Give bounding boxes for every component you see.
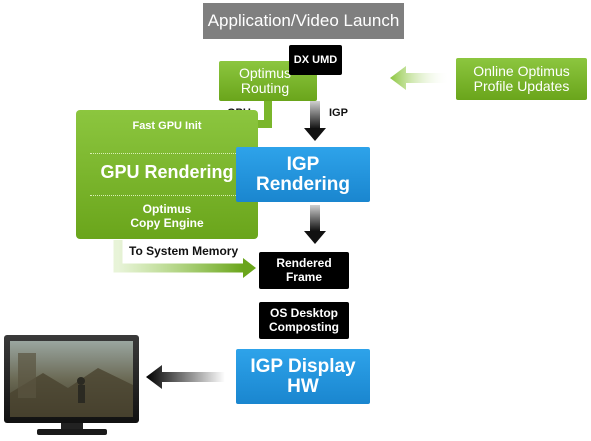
dx-umd-box: DX UMD <box>289 45 342 75</box>
rendered-frame-box: Rendered Frame <box>259 252 349 289</box>
igp-rendering-label: IGP Rendering <box>256 153 350 195</box>
igp-path-label: IGP <box>329 107 348 119</box>
optimus-routing-label: Optimus Routing <box>238 65 292 96</box>
gpu-route-connector <box>258 100 272 128</box>
igp-rendering-box: IGP Rendering <box>236 147 370 202</box>
igp-display-box: IGP Display HW <box>236 349 370 404</box>
system-memory-label: To System Memory <box>129 244 239 258</box>
render-to-frame-arrow <box>304 205 326 244</box>
divider <box>90 153 244 154</box>
igp-route-arrow <box>304 101 326 141</box>
copy-engine-label: Optimus Copy Engine <box>130 202 204 230</box>
system-memory-arrow <box>113 240 256 278</box>
os-desktop-label: OS Desktop Composting <box>269 305 339 334</box>
profile-updates-box: Online Optimus Profile Updates <box>456 58 587 100</box>
dx-umd-label: DX UMD <box>293 53 338 66</box>
profile-arrow <box>390 66 450 90</box>
profile-updates-label: Online Optimus Profile Updates <box>473 62 570 94</box>
gpu-panel: Fast GPU Init GPU Rendering Optimus Copy… <box>76 110 258 239</box>
igp-display-label: IGP Display HW <box>250 355 356 397</box>
fast-gpu-init-label: Fast GPU Init <box>132 120 202 132</box>
monitor-icon <box>3 333 141 439</box>
os-desktop-box: OS Desktop Composting <box>259 302 349 339</box>
app-launch-label: Application/Video Launch <box>207 11 400 30</box>
app-launch-box: Application/Video Launch <box>203 3 404 39</box>
display-to-monitor-arrow <box>146 365 225 389</box>
gpu-rendering-label: GPU Rendering <box>100 162 234 182</box>
divider <box>90 195 244 196</box>
rendered-frame-label: Rendered Frame <box>276 255 332 284</box>
